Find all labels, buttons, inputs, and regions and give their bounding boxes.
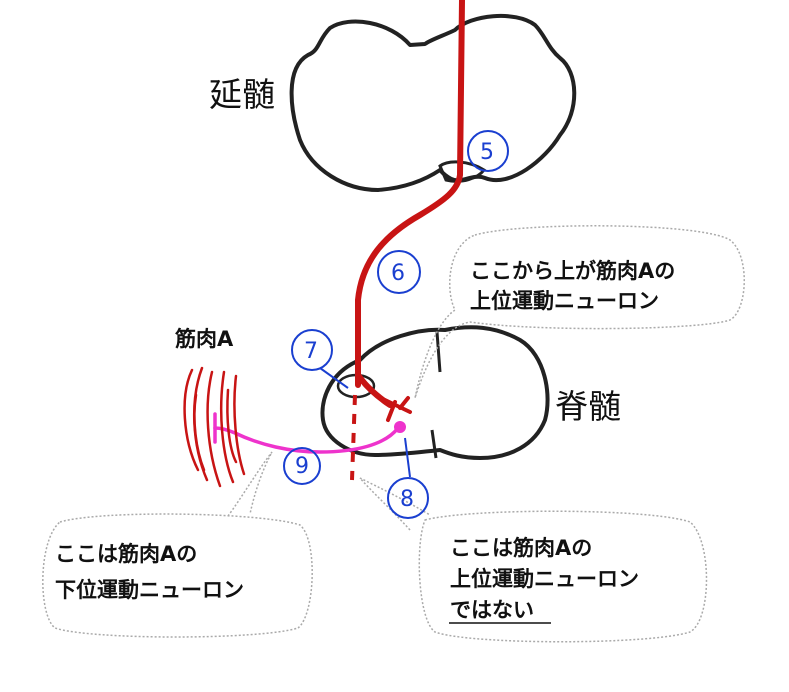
lower-motor-neuron-cell-body (394, 421, 406, 433)
svg-text:6: 6 (391, 261, 405, 286)
callout-not-upper-line3: ではない (450, 598, 534, 622)
callout-not-upper-line1: ここは筋肉Aの (450, 536, 592, 560)
svg-text:9: 9 (295, 454, 309, 479)
lower-motor-neuron-axon (213, 426, 400, 454)
callout-not-upper-line2: 上位運動ニューロン (450, 567, 639, 591)
callout-lower-line1: ここは筋肉Aの (55, 542, 197, 566)
callout-lower-bubble (42, 451, 313, 638)
spinal-cord-label: 脊髄 (555, 387, 621, 426)
muscle-a-fibers (183, 366, 246, 488)
svg-text:5: 5 (480, 140, 494, 165)
marker-7: 7 (291, 329, 349, 389)
spinal-cord-outline (320, 325, 550, 460)
marker-8: 8 (387, 437, 429, 519)
callout-upper-bubble (414, 225, 745, 399)
callout-lower-line2: 下位運動ニューロン (55, 578, 244, 602)
medulla-outline (289, 13, 577, 192)
marker-9: 9 (283, 447, 321, 485)
callout-upper-line1: ここから上が筋肉Aの (470, 259, 675, 283)
marker-6: 6 (377, 250, 421, 294)
medulla-label: 延髄 (209, 75, 275, 114)
upper-motor-neuron-terminal (383, 396, 412, 422)
upper-motor-neuron-descending-dashed (350, 394, 357, 481)
muscle-a-label: 筋肉A (174, 327, 234, 351)
svg-text:7: 7 (304, 339, 318, 364)
svg-text:8: 8 (400, 487, 414, 512)
marker-5: 5 (467, 130, 509, 172)
callout-upper-line2: 上位運動ニューロン (470, 289, 659, 313)
upper-motor-neuron-axon (355, 0, 465, 388)
spinal-cord-median-fissure (430, 331, 442, 459)
